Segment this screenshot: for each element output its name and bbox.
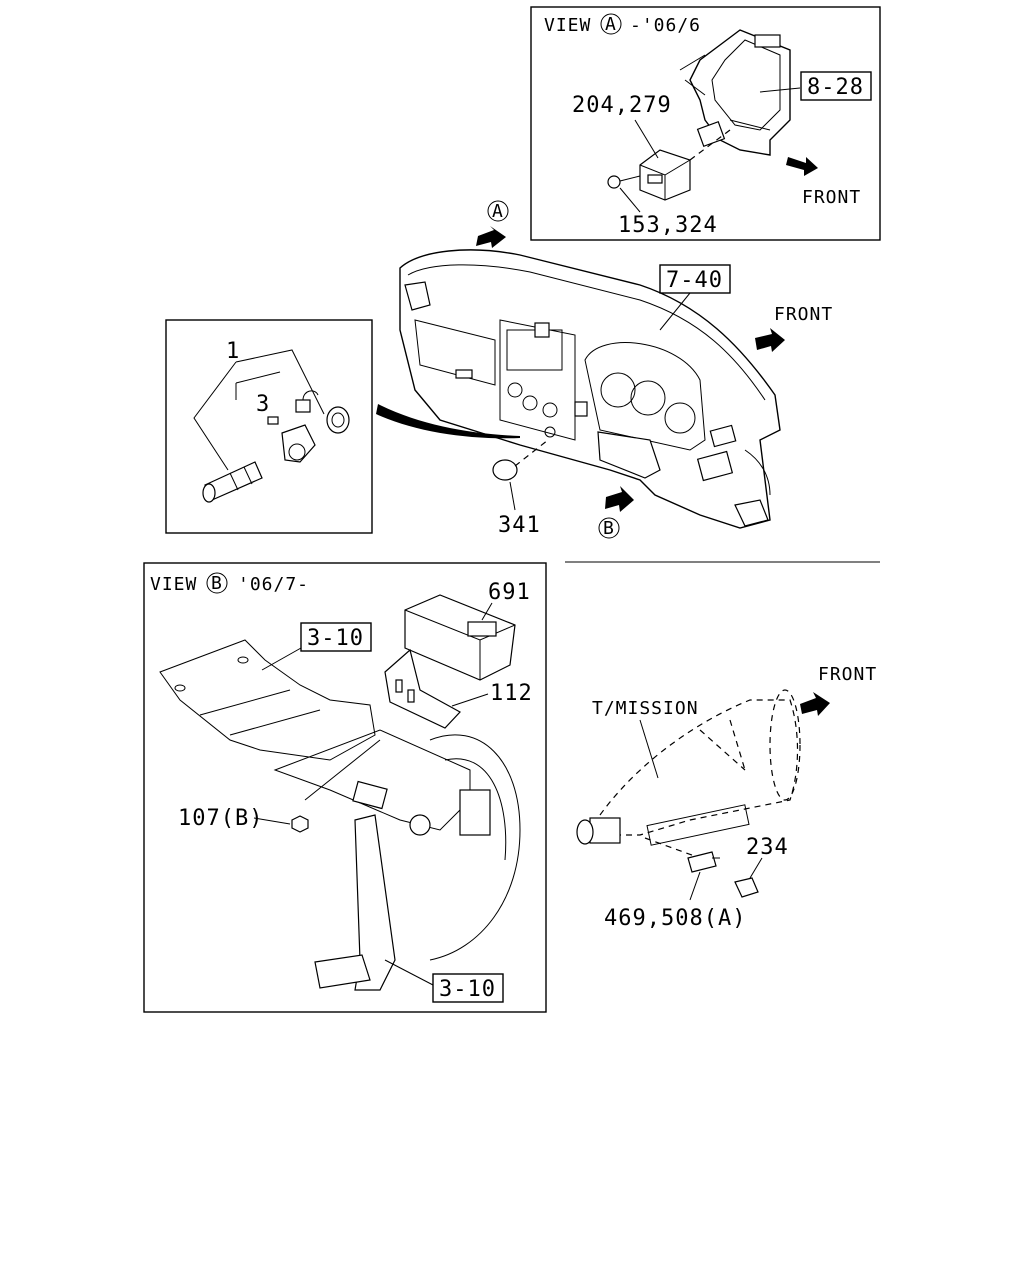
view-b-header-letter: B: [211, 573, 223, 594]
view-b-module: [404, 594, 516, 681]
harness-label: 469,508(A): [604, 906, 746, 931]
view-a-header-letter: A: [605, 14, 617, 35]
dashboard-view: A 341 B: [376, 200, 833, 539]
plug-341-leader: [509, 481, 516, 511]
view-b-bracket-label: 112: [490, 681, 533, 706]
inset-link-swoosh: [376, 404, 520, 439]
view-a-leader-upper: [634, 119, 659, 159]
inset-bracket-lines: [193, 349, 325, 471]
marker-b-arrow-icon: [605, 486, 634, 512]
view-b-bracket-leader: [451, 693, 489, 707]
view-a-bracket: [679, 29, 791, 156]
marker-b-circle: [598, 517, 620, 539]
harness-leader: [689, 871, 701, 901]
lighter-inset: 1 3: [165, 319, 373, 534]
view-a-header-circle: [600, 13, 622, 35]
view-a-front-arrow-icon: [786, 157, 818, 176]
view-b-nut: [291, 815, 309, 833]
view-a-ref-label: 8-28: [807, 75, 864, 100]
inset-socket: [281, 424, 316, 463]
switch-234-shape: [734, 877, 759, 898]
view-a-part-upper: 204,279: [572, 93, 672, 118]
view-b-header-date: '06/7-: [238, 574, 309, 595]
dashboard-ref-label: 7-40: [666, 268, 723, 293]
transmission-housing: [599, 699, 799, 836]
view-a-panel: VIEW A -'06/6 204,279 153,324 8: [530, 6, 881, 241]
dashboard-front-label: FRONT: [774, 304, 833, 325]
view-a-part-lower: 153,324: [618, 213, 718, 238]
marker-a-letter: A: [492, 201, 504, 222]
view-b-header-view: VIEW: [150, 574, 197, 595]
switch-234-leader: [749, 857, 763, 879]
transmission-label: T/MISSION: [592, 698, 699, 719]
transmission-front-arrow-icon: [800, 692, 830, 716]
view-a-module: [607, 129, 731, 201]
view-b-ref-upper-leader: [261, 647, 302, 671]
view-b-ref-lower-label: 3-10: [439, 977, 496, 1002]
view-b-ref-upper-box: [300, 622, 372, 652]
view-a-ref-box: [800, 71, 872, 101]
view-b-header-circle: [206, 572, 228, 594]
marker-a-circle: [487, 200, 509, 222]
view-b-module-leader: [481, 602, 493, 621]
dashboard-ref-box: [659, 264, 731, 294]
view-b-nut-leader: [253, 817, 291, 825]
dashboard-ref-leader: [659, 292, 691, 331]
view-a-frame: [530, 6, 881, 241]
view-b-frame: [143, 562, 547, 1013]
switch-234-label: 234: [746, 835, 789, 860]
view-b-nut-label: 107(B): [178, 806, 263, 831]
harness-shape: [687, 851, 717, 873]
transmission-front-label: FRONT: [818, 664, 877, 685]
view-b-support-plate: [159, 639, 376, 761]
view-b-ref-lower-leader: [384, 959, 434, 986]
marker-a-arrow-icon: [476, 226, 506, 248]
inset-part-1-label: 1: [226, 339, 240, 364]
plug-341-shape: [492, 459, 518, 481]
inset-frame: [165, 319, 373, 534]
transmission-view: FRONT T/MISSION 234 469,508(A): [576, 664, 877, 931]
marker-b-letter: B: [603, 518, 615, 539]
dashboard-outline: [399, 249, 781, 529]
plug-341-label: 341: [498, 513, 541, 538]
view-b-module-label: 691: [488, 580, 531, 605]
transmission-output: [576, 819, 594, 845]
view-b-pedal-bracket: [273, 729, 471, 831]
view-b-ref-upper-label: 3-10: [307, 626, 364, 651]
view-a-front-label: FRONT: [802, 187, 861, 208]
view-a-header-view: VIEW: [544, 15, 591, 36]
view-a-leader-lower: [619, 187, 641, 213]
view-a-header-date: -'06/6: [630, 15, 701, 36]
dashboard-front-arrow-icon: [755, 328, 785, 352]
inset-small-part: [267, 416, 279, 425]
view-b-pedal-pad: [314, 954, 371, 989]
inset-ring: [326, 406, 350, 434]
view-b-bracket: [384, 648, 461, 729]
transmission-leader: [639, 719, 659, 779]
view-b-panel: VIEW B '06/7- 691 112 3-10: [143, 562, 547, 1013]
view-b-ref-lower-box: [432, 973, 504, 1003]
inset-part-3-label: 3: [256, 392, 270, 417]
view-a-leader-ref: [759, 87, 801, 93]
